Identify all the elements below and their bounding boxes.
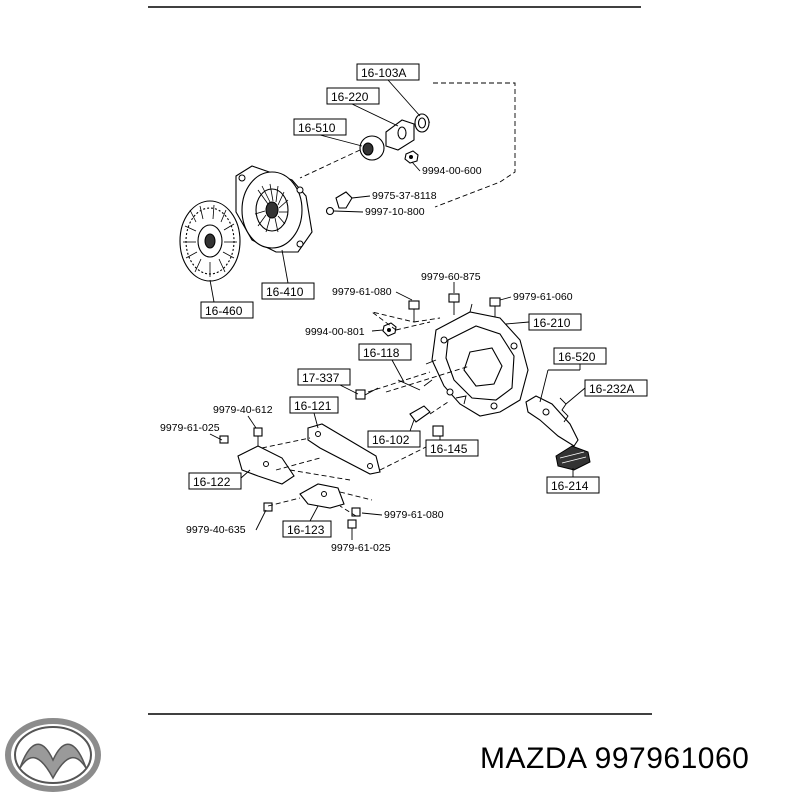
label-16-123: 16-123 (287, 523, 325, 537)
bracket-16-123 (299, 483, 345, 509)
label-16-118: 16-118 (363, 346, 400, 360)
label-box-16-145 (425, 439, 479, 457)
nut-small (404, 150, 419, 164)
label-box-16-123 (282, 520, 332, 538)
label-16-121: 16-121 (294, 399, 332, 413)
bolt-9979-60-875 (448, 293, 460, 315)
label-box-16-118 (358, 343, 412, 361)
housing-dashed-guide (371, 311, 441, 331)
label-17-337: 17-337 (302, 371, 340, 385)
fork-spring (559, 397, 569, 423)
label-16-214: 16-214 (551, 479, 589, 493)
nut-9994-00-801 (382, 322, 397, 337)
oil-seal-ring (414, 113, 430, 133)
label-9975-37-8118: 9975-37-8118 (372, 190, 437, 202)
label-box-16-460 (200, 301, 254, 319)
release-guide (385, 119, 415, 151)
label-16-520: 16-520 (558, 350, 596, 364)
clip (432, 425, 444, 437)
release-fork (525, 395, 579, 447)
pressure-plate (235, 165, 313, 253)
mazda-logo (5, 718, 101, 792)
label-box-17-337 (297, 368, 351, 386)
label-9979-61-025-bottom: 9979-61-025 (331, 542, 391, 554)
bolt-9979-61-060 (489, 297, 501, 318)
clutch-housing (423, 303, 529, 417)
label-16-145: 16-145 (430, 442, 468, 456)
label-9979-61-080-top: 9979-61-080 (332, 286, 392, 298)
bolt-9979-40-635 (263, 502, 273, 512)
label-16-210: 16-210 (533, 316, 571, 330)
label-16-102: 16-102 (372, 433, 410, 447)
label-box-16-102 (367, 430, 421, 448)
label-16-460: 16-460 (205, 304, 243, 318)
label-16-103A: 16-103A (361, 66, 406, 80)
bolt-17-337 (355, 387, 379, 400)
pivot-pin (335, 191, 353, 209)
assembly-dashed-outline (433, 82, 516, 208)
label-16-122: 16-122 (193, 475, 231, 489)
label-9994-00-600: 9994-00-600 (422, 165, 482, 177)
bolt-9979-40-612 (253, 427, 263, 446)
lower-dashed-guides (261, 365, 471, 517)
housing-clip (455, 395, 467, 405)
label-9994-00-801: 9994-00-801 (305, 326, 365, 338)
label-16-232A: 16-232A (589, 382, 634, 396)
label-9979-40-612: 9979-40-612 (213, 404, 273, 416)
bolt-9979-61-025-bottom (347, 519, 357, 529)
label-9979-61-080-bottom: 9979-61-080 (384, 509, 444, 521)
label-9979-60-875: 9979-60-875 (421, 271, 481, 283)
label-16-510: 16-510 (298, 121, 336, 135)
label-box-16-122 (188, 472, 242, 490)
bolt-9979-61-080-bottom (351, 507, 361, 517)
clutch-disc (179, 200, 241, 282)
sleeve (409, 405, 431, 423)
bolt-9979-61-080 (408, 300, 420, 322)
bracket-16-122 (237, 445, 295, 485)
label-9997-10-800: 9997-10-800 (365, 206, 425, 218)
release-fork-boot (555, 445, 591, 471)
label-16-220: 16-220 (331, 90, 369, 104)
bracket-16-121 (307, 423, 381, 475)
brand-caption: MAZDA 997961060 (480, 742, 750, 775)
label-9979-61-025-left: 9979-61-025 (160, 422, 220, 434)
label-16-410: 16-410 (266, 285, 304, 299)
label-9979-40-635: 9979-40-635 (186, 524, 246, 536)
release-bearing (359, 135, 385, 161)
washer (325, 206, 335, 216)
label-9979-61-060: 9979-61-060 (513, 291, 573, 303)
